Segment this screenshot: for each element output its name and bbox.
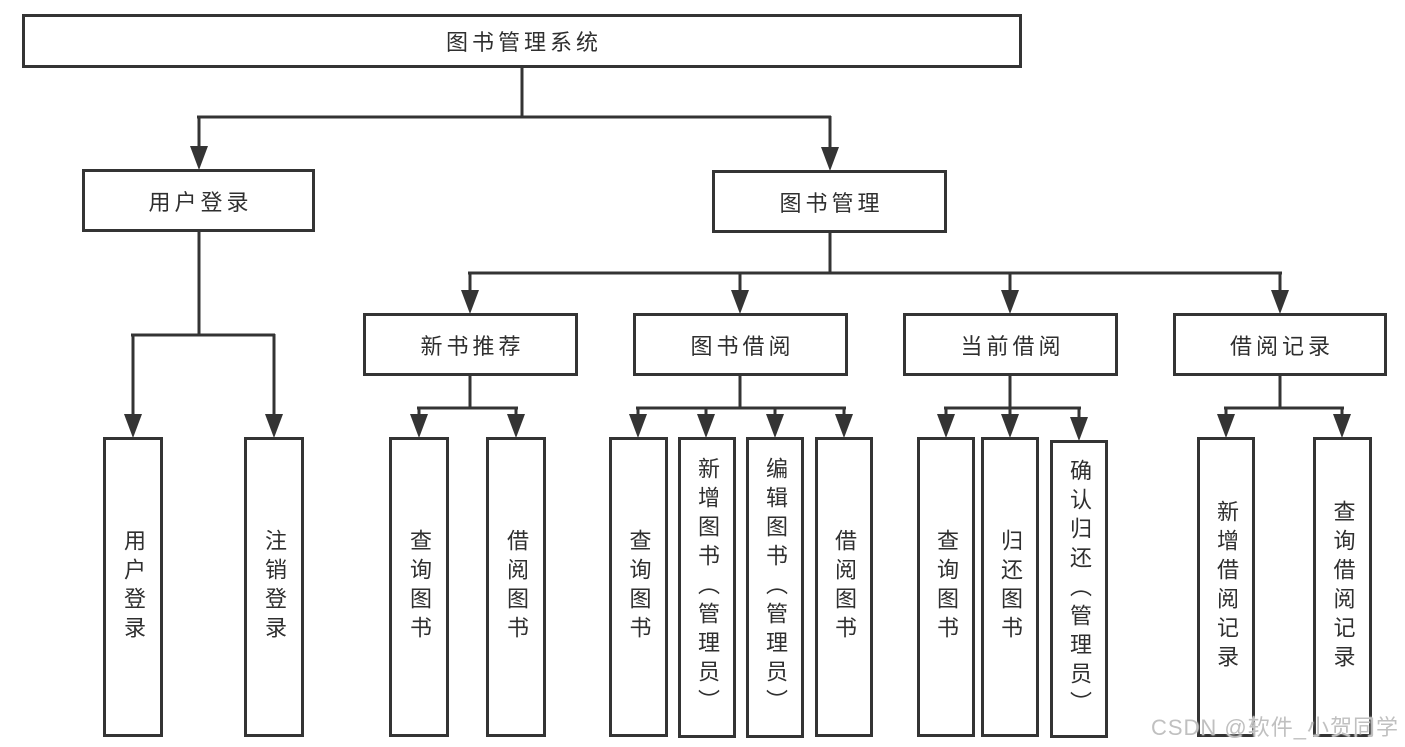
leaf-current-query-book: 查询图书: [917, 437, 975, 737]
leaf-borrowing-borrow-book: 借阅图书: [815, 437, 873, 737]
node-current-borrowing-label: 当前借阅: [960, 333, 1065, 359]
leaf-confirm-return-admin: 确认归还（管理员）: [1050, 440, 1108, 738]
leaf-edit-book-admin-label: 编辑图书（管理员）: [763, 457, 788, 718]
leaf-logout-label: 注销登录: [262, 529, 287, 645]
leaf-borrowing-query-book: 查询图书: [609, 437, 668, 737]
node-borrowing-records: 借阅记录: [1173, 313, 1387, 376]
node-user-login: 用户登录: [82, 169, 315, 232]
leaf-edit-book-admin: 编辑图书（管理员）: [746, 437, 804, 738]
node-new-book-recommend: 新书推荐: [363, 313, 578, 376]
node-book-borrowing-label: 图书借阅: [690, 333, 795, 359]
node-current-borrowing: 当前借阅: [903, 313, 1118, 376]
node-book-management-label: 图书管理: [779, 190, 884, 216]
leaf-add-book-admin-label: 新增图书（管理员）: [695, 457, 720, 718]
node-root-label: 图书管理系统: [445, 30, 602, 55]
leaf-recommend-query-book-label: 查询图书: [407, 529, 432, 645]
leaf-return-book: 归还图书: [981, 437, 1039, 737]
leaf-recommend-query-book: 查询图书: [389, 437, 449, 737]
leaf-add-borrow-record: 新增借阅记录: [1197, 437, 1255, 737]
arrowheads: [124, 146, 1351, 441]
leaf-query-borrow-record: 查询借阅记录: [1313, 437, 1372, 737]
leaf-recommend-borrow-book: 借阅图书: [486, 437, 546, 737]
leaf-add-borrow-record-label: 新增借阅记录: [1214, 500, 1239, 674]
leaf-confirm-return-admin-label: 确认归还（管理员）: [1067, 458, 1092, 720]
leaf-borrowing-borrow-book-label: 借阅图书: [832, 529, 857, 645]
node-new-book-recommend-label: 新书推荐: [420, 333, 525, 359]
node-book-borrowing: 图书借阅: [633, 313, 848, 376]
node-book-management: 图书管理: [712, 170, 947, 233]
leaf-user-login: 用户登录: [103, 437, 163, 737]
leaf-return-book-label: 归还图书: [998, 529, 1023, 645]
leaf-logout: 注销登录: [244, 437, 304, 737]
watermark-text: CSDN @软件_小贺同学: [1150, 715, 1399, 740]
leaf-user-login-label: 用户登录: [121, 529, 146, 645]
node-borrowing-records-label: 借阅记录: [1229, 333, 1334, 359]
node-root: 图书管理系统: [22, 14, 1022, 68]
leaf-borrowing-query-book-label: 查询图书: [626, 529, 652, 645]
node-user-login-label: 用户登录: [148, 189, 253, 215]
leaf-add-book-admin: 新增图书（管理员）: [678, 437, 736, 738]
leaf-current-query-book-label: 查询图书: [934, 529, 959, 645]
leaf-recommend-borrow-book-label: 借阅图书: [504, 529, 529, 645]
leaf-query-borrow-record-label: 查询借阅记录: [1330, 500, 1356, 674]
